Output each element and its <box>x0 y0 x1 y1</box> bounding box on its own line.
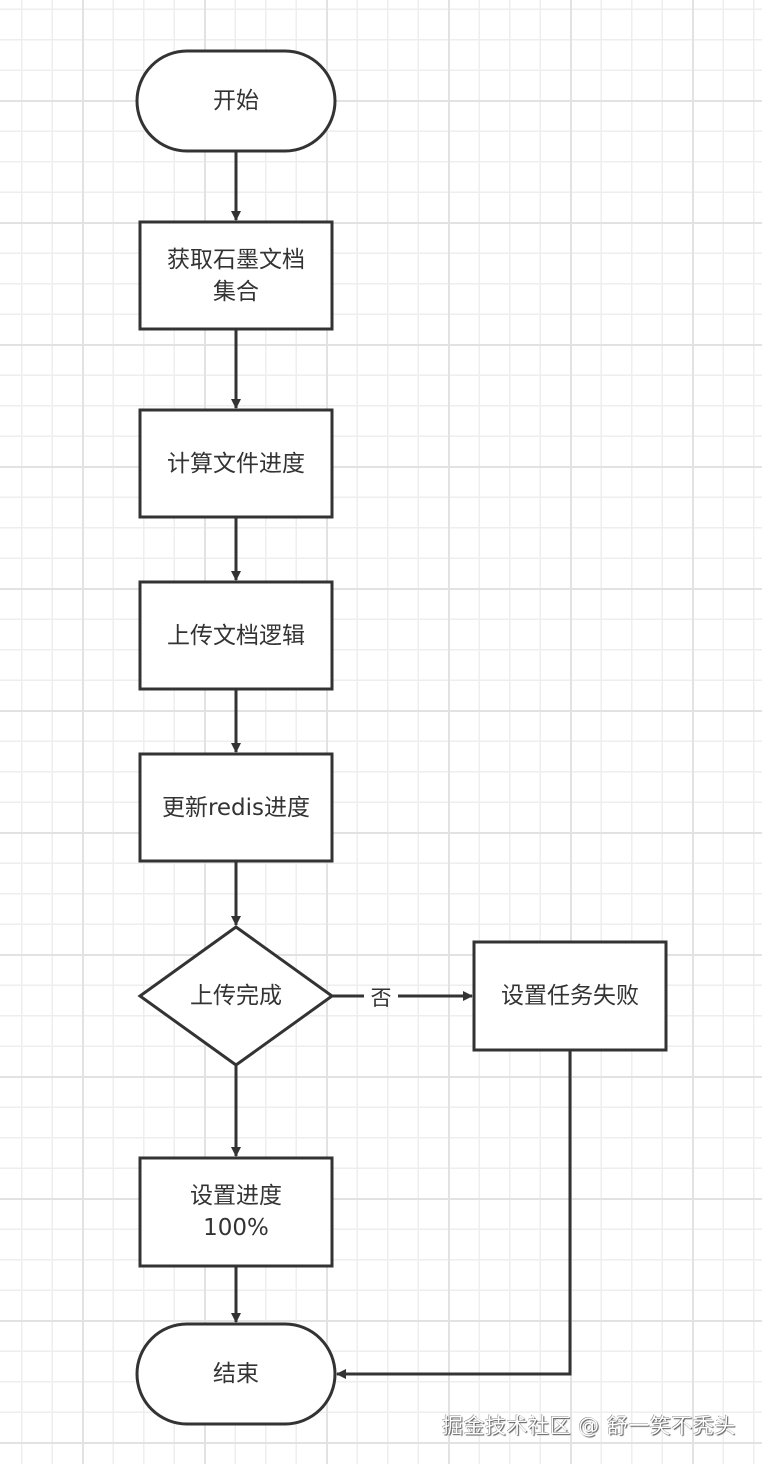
set-100-node[interactable]: 设置进度100% <box>164 1158 308 1266</box>
set-100-label: 设置进度100% <box>190 1183 282 1241</box>
end-terminator-shape[interactable] <box>135 1322 337 1426</box>
end-node[interactable]: 结束 <box>137 1324 335 1424</box>
update-redis-node[interactable]: 更新redis进度 <box>160 754 312 861</box>
update-redis-box-shape[interactable] <box>138 752 334 863</box>
upload-logic-node[interactable]: 上传文档逻辑 <box>160 582 312 689</box>
end-label: 结束 <box>213 1361 259 1387</box>
decision-label: 上传完成 <box>190 983 282 1009</box>
calc-progress-label: 计算文件进度 <box>167 450 305 477</box>
get-docs-node[interactable]: 获取石墨文档集合 <box>160 222 312 329</box>
arrow-failed-to-end <box>336 1050 572 1379</box>
start-node[interactable]: 开始 <box>137 51 335 151</box>
get-docs-label: 获取石墨文档集合 <box>167 246 305 305</box>
update-redis-label: 更新redis进度 <box>161 794 311 821</box>
decision-node[interactable]: 上传完成 <box>160 966 312 1026</box>
calc-progress-box-shape[interactable] <box>138 408 334 519</box>
set-failed-label: 设置任务失败 <box>501 983 639 1009</box>
watermark: 掘金技术社区 @ 舒一笑不秃头 <box>442 1414 736 1438</box>
start-label: 开始 <box>213 88 259 114</box>
calc-progress-node[interactable]: 计算文件进度 <box>160 410 312 517</box>
upload-logic-box-shape[interactable] <box>138 580 334 691</box>
set-100-box-shape[interactable] <box>138 1156 334 1268</box>
edge-label-no: 否 <box>364 982 398 1014</box>
no-label: 否 <box>370 986 392 1010</box>
set-failed-node[interactable]: 设置任务失败 <box>494 942 646 1050</box>
upload-logic-label: 上传文档逻辑 <box>167 622 305 649</box>
